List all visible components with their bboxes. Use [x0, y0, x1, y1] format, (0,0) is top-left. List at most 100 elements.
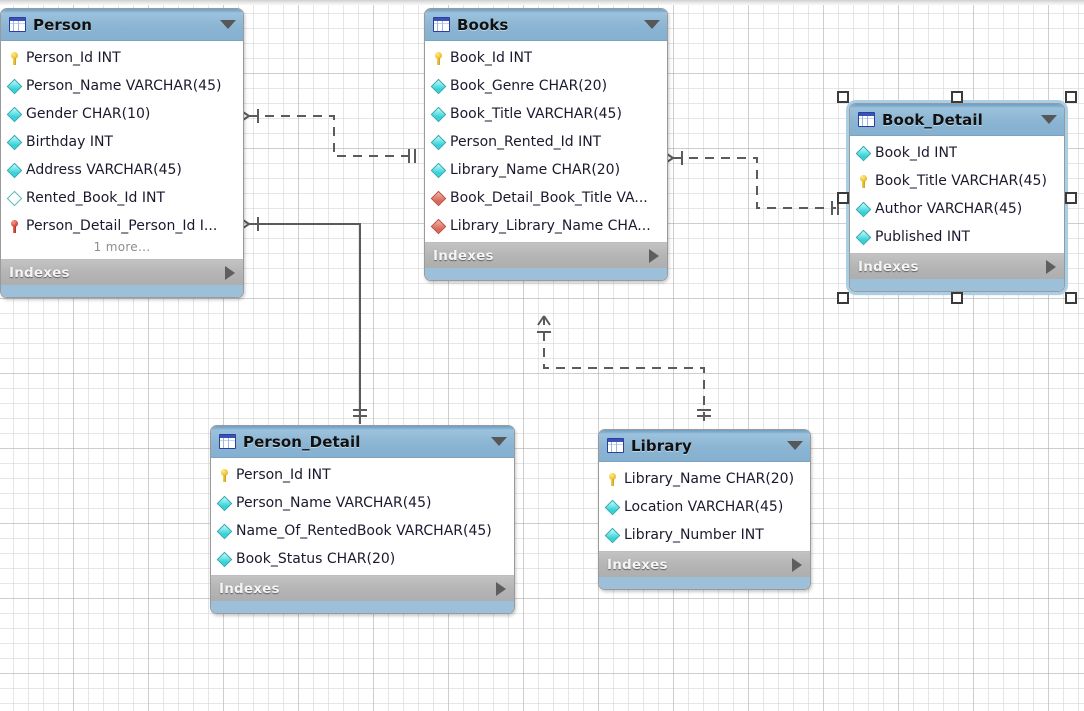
column-label: Book_Detail_Book_Title VA... [450, 190, 648, 206]
table-header-books[interactable]: Books [425, 9, 667, 41]
column-label: Person_Name VARCHAR(45) [26, 78, 222, 94]
indexes-section-books[interactable]: Indexes [425, 242, 667, 268]
indexes-label: Indexes [607, 556, 668, 573]
indexes-label: Indexes [219, 580, 280, 597]
column-row[interactable]: Library_Name CHAR(20) [599, 465, 810, 493]
column-row[interactable]: Library_Name CHAR(20) [425, 156, 667, 184]
resize-handle-s[interactable] [951, 292, 963, 304]
column-label: Rented_Book_Id INT [26, 190, 166, 206]
column-row[interactable]: Address VARCHAR(45) [1, 156, 243, 184]
chevron-right-icon[interactable] [496, 581, 506, 596]
column-label: Library_Number INT [624, 527, 764, 543]
chevron-right-icon[interactable] [792, 557, 802, 572]
indexes-section-book_detail[interactable]: Indexes [850, 253, 1064, 279]
column-row[interactable]: Book_Title VARCHAR(45) [850, 167, 1064, 195]
indexes-section-person_detail[interactable]: Indexes [211, 575, 514, 601]
column-label: Author VARCHAR(45) [875, 201, 1023, 217]
table-icon [858, 112, 875, 127]
column-icon [218, 496, 231, 511]
column-row[interactable]: Person_Rented_Id INT [425, 128, 667, 156]
column-label: Person_Id INT [26, 50, 121, 66]
column-row[interactable]: Book_Genre CHAR(20) [425, 72, 667, 100]
column-label: Library_Library_Name CHA... [450, 218, 651, 234]
column-icon [857, 230, 870, 245]
column-icon [606, 500, 619, 515]
resize-handle-sw[interactable] [837, 292, 849, 304]
column-row[interactable]: Person_Id INT [1, 44, 243, 72]
indexes-section-person[interactable]: Indexes [1, 259, 243, 285]
column-label: Book_Id INT [875, 145, 958, 161]
relationship-person-persondetail[interactable] [239, 217, 367, 424]
column-icon [857, 146, 870, 161]
table-header-person_detail[interactable]: Person_Detail [211, 426, 514, 458]
column-icon [8, 135, 21, 150]
column-row[interactable]: Book_Status CHAR(20) [211, 545, 514, 573]
resize-handle-w[interactable] [837, 191, 849, 204]
column-label: Library_Name CHAR(20) [450, 162, 621, 178]
chevron-down-icon[interactable] [1041, 115, 1057, 124]
column-row[interactable]: Gender CHAR(10) [1, 100, 243, 128]
chevron-down-icon[interactable] [644, 20, 660, 29]
column-row[interactable]: Location VARCHAR(45) [599, 493, 810, 521]
column-row[interactable]: Book_Id INT [425, 44, 667, 72]
column-label: Name_Of_RentedBook VARCHAR(45) [236, 523, 492, 539]
column-row[interactable]: Person_Id INT [211, 461, 514, 489]
column-row[interactable]: Library_Library_Name CHA... [425, 212, 667, 240]
more-columns-label[interactable]: 1 more... [93, 240, 151, 254]
primary-key-foreign-icon [8, 219, 21, 234]
table-header-person[interactable]: Person [1, 9, 243, 41]
table-header-book_detail[interactable]: Book_Detail [850, 104, 1064, 136]
column-row[interactable]: Person_Detail_Person_Id I... [1, 212, 243, 240]
resize-handle-e[interactable] [1065, 191, 1077, 204]
column-label: Person_Detail_Person_Id I... [26, 218, 218, 234]
chevron-right-icon[interactable] [225, 265, 235, 280]
column-row[interactable]: Rented_Book_Id INT [1, 184, 243, 212]
column-label: Person_Name VARCHAR(45) [236, 495, 432, 511]
column-row[interactable]: Book_Title VARCHAR(45) [425, 100, 667, 128]
column-icon [8, 107, 21, 122]
column-row[interactable]: Name_Of_RentedBook VARCHAR(45) [211, 517, 514, 545]
column-icon [432, 163, 445, 178]
column-row[interactable]: Person_Name VARCHAR(45) [211, 489, 514, 517]
resize-handle-se[interactable] [1065, 292, 1077, 304]
table-icon [219, 434, 236, 449]
table-icon [607, 438, 624, 453]
column-label: Person_Rented_Id INT [450, 134, 602, 150]
chevron-down-icon[interactable] [787, 441, 803, 450]
relationship-person-books[interactable] [239, 109, 416, 163]
relationship-books-bookdetail[interactable] [663, 151, 839, 215]
column-row[interactable]: Book_Detail_Book_Title VA... [425, 184, 667, 212]
chevron-right-icon[interactable] [649, 248, 659, 263]
table-header-library[interactable]: Library [599, 430, 810, 462]
resize-handle-n[interactable] [951, 91, 963, 103]
chevron-right-icon[interactable] [1046, 259, 1056, 274]
resize-handle-nw[interactable] [837, 91, 849, 103]
indexes-section-library[interactable]: Indexes [599, 551, 810, 577]
table-title: Person_Detail [243, 432, 361, 451]
column-label: Book_Status CHAR(20) [236, 551, 396, 567]
column-label: Published INT [875, 229, 971, 245]
column-icon [8, 163, 21, 178]
column-row[interactable]: Library_Number INT [599, 521, 810, 549]
chevron-down-icon[interactable] [491, 437, 507, 446]
table-title: Library [631, 436, 692, 455]
table-footer [1, 285, 243, 297]
column-icon [432, 107, 445, 122]
column-label: Person_Id INT [236, 467, 331, 483]
column-row[interactable]: Book_Id INT [850, 139, 1064, 167]
relationship-books-library[interactable] [537, 315, 711, 424]
column-row[interactable]: Birthday INT [1, 128, 243, 156]
column-row[interactable]: Person_Name VARCHAR(45) [1, 72, 243, 100]
resize-handle-ne[interactable] [1065, 91, 1077, 103]
column-label: Address VARCHAR(45) [26, 162, 182, 178]
column-row[interactable]: Author VARCHAR(45) [850, 195, 1064, 223]
chevron-down-icon[interactable] [220, 20, 236, 29]
column-row[interactable]: Published INT [850, 223, 1064, 251]
